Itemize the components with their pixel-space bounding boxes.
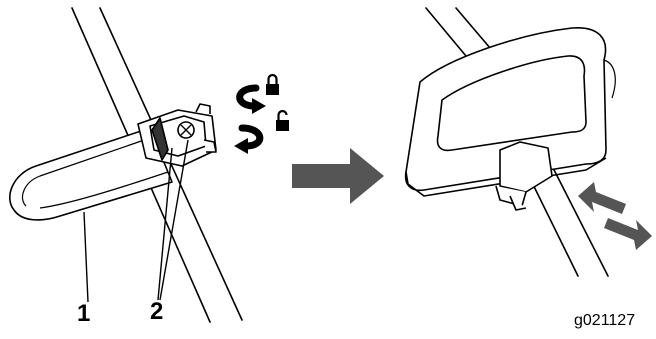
callout-label-1: 1 [77, 300, 91, 327]
padlock-icon [266, 73, 279, 95]
callout-label-2: 2 [150, 298, 164, 325]
rotate-unlock-icon [234, 124, 264, 154]
loop-grip [9, 127, 173, 221]
rotate-lock-icon [236, 84, 266, 114]
transition-arrow-icon [292, 148, 384, 204]
clamp-knob [137, 103, 217, 167]
leader-lines [83, 139, 189, 303]
slide-arrows-icon [578, 182, 652, 250]
figure-id: g021127 [574, 312, 636, 329]
padlock-open-icon [276, 109, 289, 131]
d-handle-grip [404, 27, 616, 197]
right-clamp [495, 141, 553, 211]
